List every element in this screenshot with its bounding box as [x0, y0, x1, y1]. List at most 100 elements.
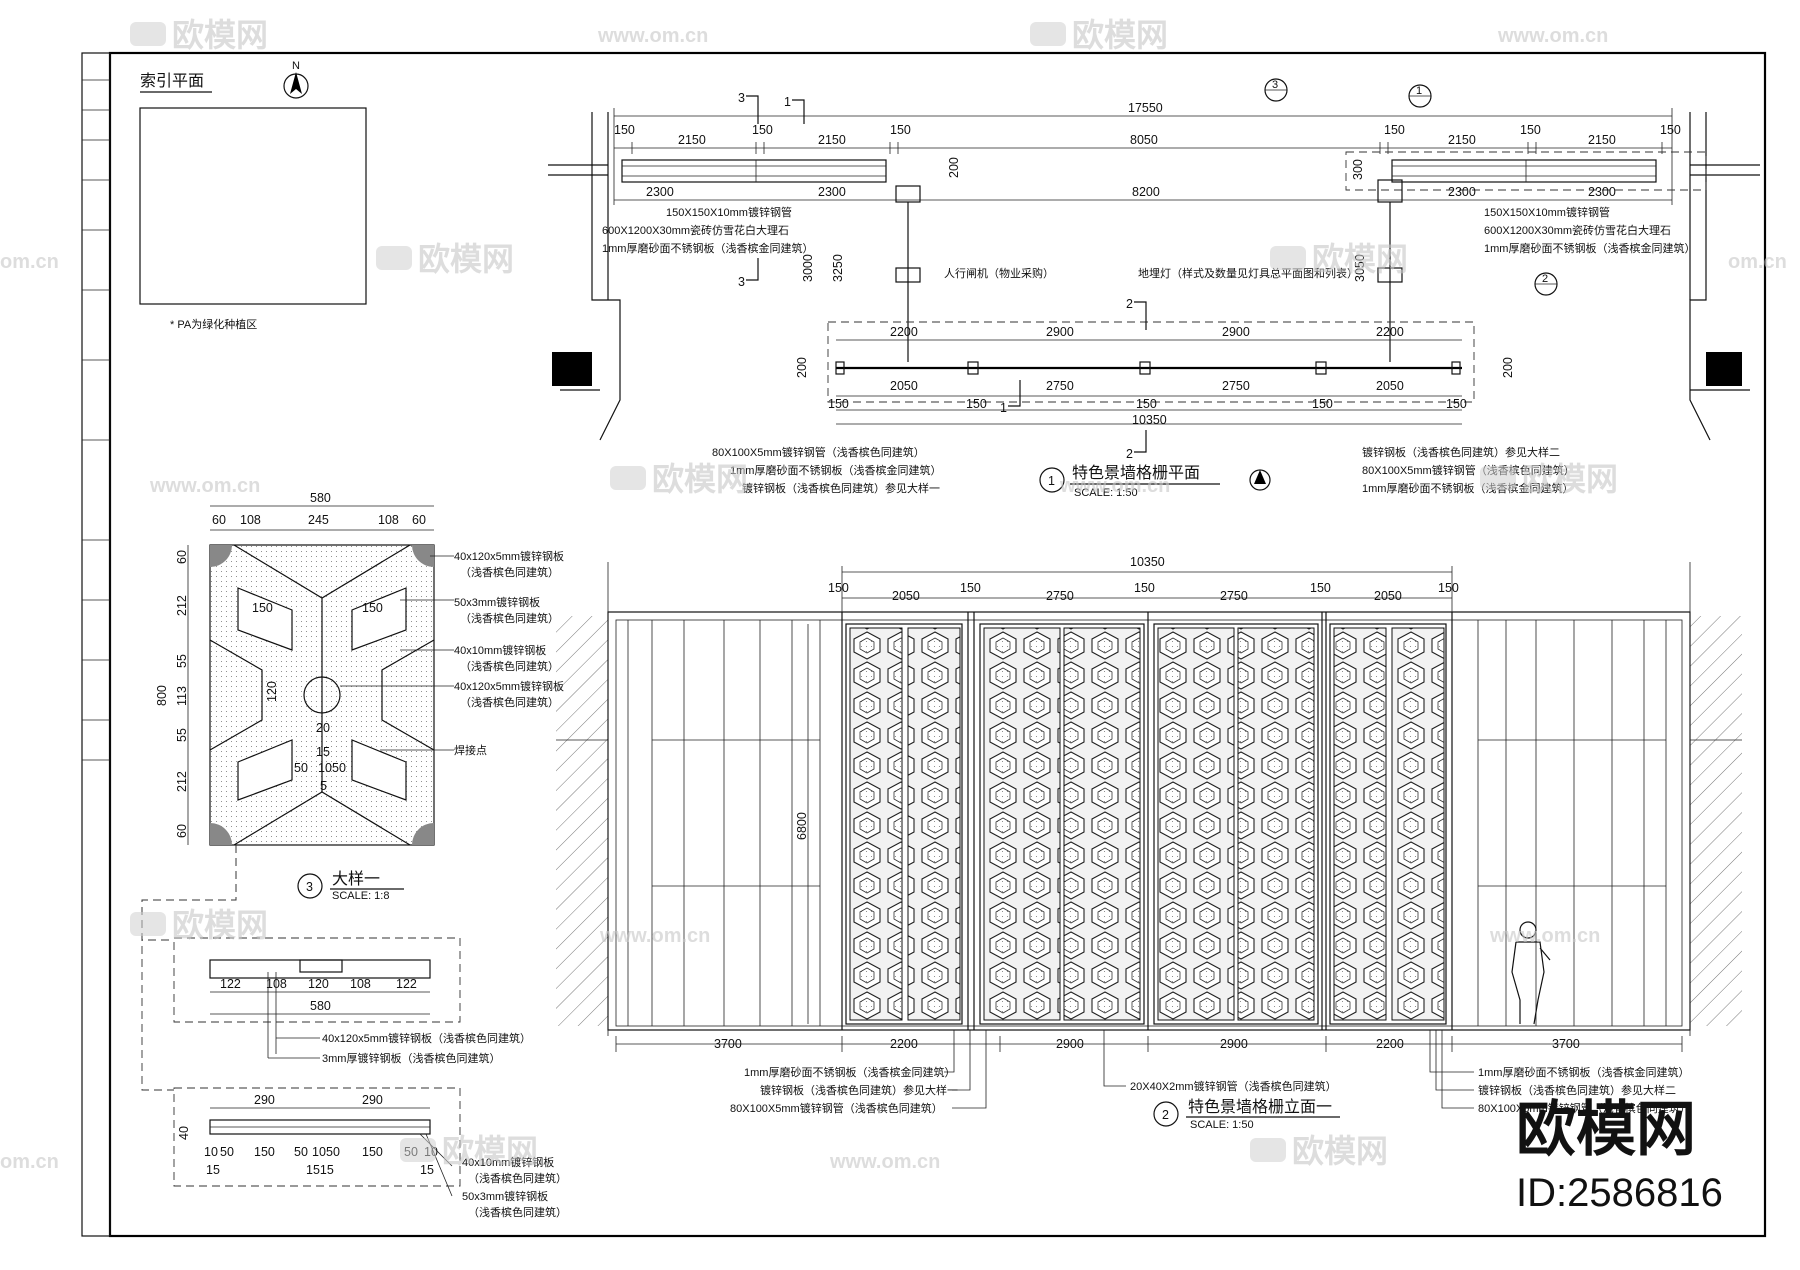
section-mark: 2	[1126, 447, 1133, 461]
section-dim: 1515	[306, 1163, 334, 1177]
section-mark: 1	[784, 95, 791, 109]
elevation-dim: 150	[1310, 581, 1331, 595]
watermark-brand: 欧模网	[1522, 461, 1618, 497]
section-dim: 108	[350, 977, 371, 991]
detail-note: （浅香槟色同建筑）	[460, 695, 559, 709]
plan-dim: 2150	[678, 133, 706, 147]
plan-dim: 150	[1384, 123, 1405, 137]
section-note: （浅香槟色同建筑）	[468, 1205, 567, 1219]
plan-note: 600X1200X30mm瓷砖仿雪花白大理石	[1484, 223, 1671, 237]
elevation-note: 20X40X2mm镀锌钢管（浅香槟色同建筑）	[1130, 1079, 1337, 1093]
plan-dim: 8050	[1130, 133, 1158, 147]
plan-note: 镀锌钢板（浅香槟色同建筑）参见大样一	[742, 481, 940, 495]
plan-lower-outline	[827, 321, 1475, 403]
north-label: N	[292, 60, 300, 72]
watermark-url: www.om.cn	[597, 25, 708, 47]
plan-title: 特色景墙格栅平面	[1072, 464, 1200, 482]
elevation-note: 80X100X5mm镀锌钢管（浅香槟色同建筑）	[730, 1101, 943, 1115]
detail-dim: 55	[175, 728, 189, 742]
callout-number: 2	[1542, 273, 1548, 285]
plan-dim: 3250	[831, 254, 845, 282]
plan-dim: 3000	[801, 254, 815, 282]
section-dim: 290	[254, 1093, 275, 1107]
section-dim: 50	[326, 1145, 340, 1159]
section-a-body	[209, 959, 431, 979]
detail-dim: 60	[175, 824, 189, 838]
elevation-dim: 2050	[892, 589, 920, 603]
watermark-brand: 欧模网	[1292, 1133, 1388, 1169]
plan-dim: 2050	[1376, 379, 1404, 393]
elevation-side-panels	[627, 620, 1667, 1026]
plan-dim: 200	[795, 357, 809, 378]
section-dim: 40	[177, 1126, 191, 1140]
watermark-brand: 欧模网	[1312, 241, 1408, 277]
plan-note: 80X100X5mm镀锌钢管（浅香槟色同建筑）	[1362, 463, 1575, 477]
plan-dim: 150	[1446, 397, 1467, 411]
plan-number: 1	[1048, 474, 1055, 488]
watermark-logo: 欧模网	[130, 17, 268, 53]
watermark-url: www.om.cn	[829, 1151, 940, 1173]
elevation-dim-total: 10350	[1130, 555, 1165, 569]
detail-note: （浅香槟色同建筑）	[460, 659, 559, 673]
plan-dim-total-lower: 10350	[1132, 413, 1167, 427]
detail-dim: 50	[332, 761, 346, 775]
section-dim: 50	[294, 1145, 308, 1159]
elevation-dim: 2200	[890, 1037, 918, 1051]
watermark-url: om.cn	[1728, 251, 1787, 273]
index-note: * PA为绿化种植区	[170, 317, 257, 331]
plan-note: 80X100X5mm镀锌钢管（浅香槟色同建筑）	[712, 445, 925, 459]
detail-dim: 580	[310, 491, 331, 505]
detail-title: 大样一	[332, 870, 380, 888]
watermark-brand: 欧模网	[172, 907, 268, 943]
plan-dim: 2900	[1046, 325, 1074, 339]
detail-title-circle	[297, 873, 323, 899]
detail-dim: 800	[155, 685, 169, 706]
watermark-id: ID:2586816	[1516, 1171, 1723, 1215]
detail-dim: 108	[240, 513, 261, 527]
detail-dim: 5	[320, 779, 327, 793]
plan-note: 150X150X10mm镀锌钢管	[666, 205, 792, 219]
detail-note: 40x120x5mm镀锌钢板	[454, 549, 564, 563]
plan-dim: 200	[1501, 357, 1515, 378]
index-plan: 索引平面 * PA为绿化种植区 N	[139, 60, 367, 331]
plan-column-right	[1706, 352, 1742, 386]
elevation-dim: 3700	[1552, 1037, 1580, 1051]
section-mark: 3	[738, 275, 745, 289]
plan-dim: 150	[966, 397, 987, 411]
elevation-scale: SCALE: 1:50	[1190, 1119, 1254, 1131]
detail-dim: 50	[294, 761, 308, 775]
section-dim: 108	[266, 977, 287, 991]
detail-dim: 108	[378, 513, 399, 527]
section-dim: 122	[396, 977, 417, 991]
plan-column-left	[552, 352, 592, 386]
detail-corner-caps	[210, 545, 434, 845]
section-note: 40x120x5mm镀锌钢板（浅香槟色同建筑）	[322, 1031, 531, 1045]
plan-note-gate: 人行闸机（物业采购）	[944, 266, 1054, 280]
plan-note: 150X150X10mm镀锌钢管	[1484, 205, 1610, 219]
watermark-logo: 欧模网	[1480, 461, 1618, 497]
detail-note: （浅香槟色同建筑）	[460, 611, 559, 625]
plan-view: 17550 150 2150 150 2150 150 8050 150 215…	[548, 78, 1760, 499]
plan-dim: 2300	[1588, 185, 1616, 199]
watermark-url: www.om.cn	[599, 925, 710, 947]
plan-dim: 2050	[890, 379, 918, 393]
lattice-panels	[845, 623, 1447, 1025]
elevation-note: 1mm厚磨砂面不锈钢板（浅香槟金同建筑）	[744, 1065, 955, 1079]
section-dim: 10	[312, 1145, 326, 1159]
plan-dim: 200	[947, 157, 961, 178]
watermark-logo: 欧模网	[376, 241, 514, 277]
plan-scale: SCALE: 1:50	[1074, 487, 1138, 499]
elevation-dim: 2200	[1376, 1037, 1404, 1051]
watermark-brand: 欧模网	[1072, 17, 1168, 53]
elevation-dim: 3700	[714, 1037, 742, 1051]
watermark-url: om.cn	[0, 1151, 59, 1173]
section-dim: 150	[254, 1145, 275, 1159]
elevation-dim: 2900	[1056, 1037, 1084, 1051]
detail-dim: 120	[265, 681, 279, 702]
person-figure	[1511, 921, 1551, 1025]
title-strip-cells	[82, 79, 110, 761]
elevation-title: 特色景墙格栅立面一	[1188, 1098, 1332, 1116]
elevation-view: 10350 150 2050 150 2750 150 2750 150 205…	[556, 555, 1742, 1131]
plan-note: 1mm厚磨砂面不锈钢板（浅香槟金同建筑）	[602, 241, 813, 255]
